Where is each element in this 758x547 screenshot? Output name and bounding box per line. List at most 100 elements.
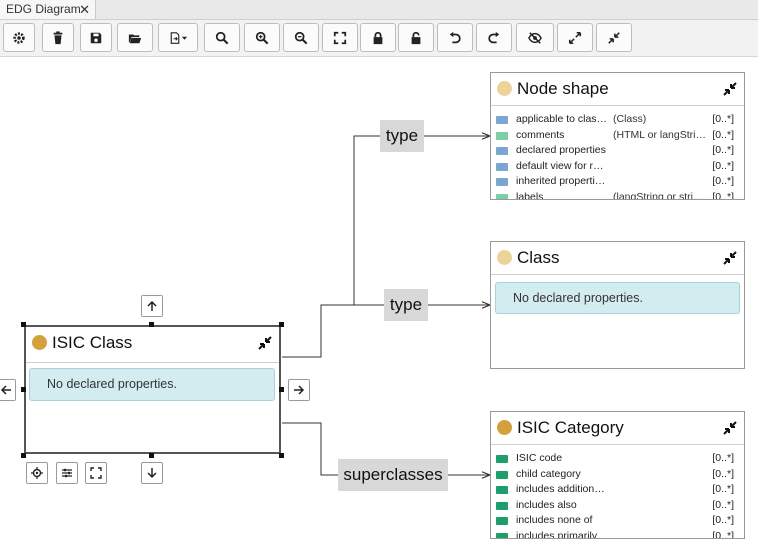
lock-button[interactable] xyxy=(360,23,396,52)
collapse-node-icon[interactable] xyxy=(722,420,738,436)
collapse-node-icon[interactable] xyxy=(722,81,738,97)
property-row[interactable]: declared properties [0..*] xyxy=(491,143,744,159)
diagram-canvas[interactable]: type type superclasses Node shape applic… xyxy=(0,57,758,547)
property-row[interactable]: default view for r… [0..*] xyxy=(491,159,744,175)
node-settings-button[interactable] xyxy=(56,462,78,484)
save-icon xyxy=(90,32,102,43)
unlock-icon xyxy=(411,31,421,44)
focus-node-button[interactable] xyxy=(26,462,48,484)
edge-label-superclasses[interactable]: superclasses xyxy=(338,459,448,491)
expand-left-button[interactable] xyxy=(0,379,16,401)
export-menu-button[interactable] xyxy=(158,23,198,52)
expand-down-button[interactable] xyxy=(141,462,163,484)
save-button[interactable] xyxy=(80,23,112,52)
zoom-in-button[interactable] xyxy=(244,23,280,52)
property-row[interactable]: includes none of [0..*] xyxy=(491,513,744,529)
delete-button[interactable] xyxy=(42,23,74,52)
hide-button[interactable] xyxy=(516,23,554,52)
object-property-icon xyxy=(496,116,508,124)
search-button[interactable] xyxy=(204,23,240,52)
collapse-node-icon[interactable] xyxy=(722,250,738,266)
property-name: includes addition… xyxy=(516,483,605,495)
resize-handle[interactable] xyxy=(21,387,26,392)
redo-button[interactable] xyxy=(476,23,512,52)
node-class[interactable]: Class No declared properties. xyxy=(490,241,745,369)
collapse-icon xyxy=(608,31,620,44)
property-name: declared properties xyxy=(516,144,606,156)
property-cardinality: [0..*] xyxy=(712,159,734,172)
property-cardinality: [0..*] xyxy=(712,498,734,511)
resize-handle[interactable] xyxy=(21,453,26,458)
node-header: ISIC Class xyxy=(26,327,279,363)
trash-icon xyxy=(53,30,63,44)
property-row[interactable]: includes addition… [0..*] xyxy=(491,482,744,498)
resize-handle[interactable] xyxy=(279,453,284,458)
zoom-out-button[interactable] xyxy=(283,23,319,52)
property-name: inherited properti… xyxy=(516,175,606,187)
expand-right-button[interactable] xyxy=(288,379,310,401)
unlock-button[interactable] xyxy=(398,23,434,52)
undo-button[interactable] xyxy=(437,23,473,52)
close-tab-icon[interactable]: ✕ xyxy=(79,2,90,17)
datatype-property-icon xyxy=(496,501,508,510)
node-node-shape[interactable]: Node shape applicable to clas… (Class) [… xyxy=(490,72,745,200)
fit-to-screen-button[interactable] xyxy=(322,23,358,52)
node-type-dot xyxy=(497,420,512,435)
tab-bar: EDG Diagram ✕ xyxy=(0,0,758,20)
resize-handle[interactable] xyxy=(279,322,284,327)
object-property-icon xyxy=(496,147,508,155)
zoom-in-icon xyxy=(255,31,269,44)
edge-type-node-shape xyxy=(282,136,490,358)
property-row[interactable]: inherited properti… [0..*] xyxy=(491,174,744,190)
resize-handle[interactable] xyxy=(21,322,26,327)
node-isic-class[interactable]: ISIC Class No declared properties. xyxy=(24,325,281,454)
resize-handle[interactable] xyxy=(149,453,154,458)
resize-handle[interactable] xyxy=(149,322,154,327)
property-row[interactable]: child category [0..*] xyxy=(491,467,744,483)
node-title: ISIC Class xyxy=(52,333,133,352)
arrow-up-icon xyxy=(147,300,157,311)
object-property-icon xyxy=(496,178,508,186)
folder-open-icon xyxy=(128,34,142,43)
property-row[interactable]: applicable to clas… (Class) [0..*] xyxy=(491,112,744,128)
property-row[interactable]: labels (langString or stri… [0..*] xyxy=(491,190,744,200)
property-row[interactable]: includes primarily [0..*] xyxy=(491,529,744,539)
datatype-property-icon xyxy=(496,193,508,199)
edge-label-type-2[interactable]: type xyxy=(384,289,428,321)
object-property-icon xyxy=(496,162,508,171)
target-icon xyxy=(31,467,43,479)
property-row[interactable]: includes also [0..*] xyxy=(491,498,744,514)
settings-button[interactable] xyxy=(3,23,35,52)
property-name: includes primarily xyxy=(516,529,598,539)
node-type-dot xyxy=(32,335,47,350)
property-cardinality: [0..*] xyxy=(712,190,734,200)
property-row[interactable]: ISIC code [0..*] xyxy=(491,451,744,467)
fit-node-button[interactable] xyxy=(85,462,107,484)
property-cardinality: [0..*] xyxy=(712,483,734,495)
collapse-all-button[interactable] xyxy=(596,23,632,52)
gear-icon xyxy=(13,31,25,44)
open-button[interactable] xyxy=(117,23,153,52)
collapse-node-icon[interactable] xyxy=(257,335,273,351)
property-cardinality: [0..*] xyxy=(712,452,734,464)
expand-all-button[interactable] xyxy=(557,23,593,52)
edge-label-type-1[interactable]: type xyxy=(380,120,424,152)
node-header: ISIC Category xyxy=(491,412,744,445)
property-name: labels xyxy=(516,190,544,200)
property-row[interactable]: comments (HTML or langStri… [0..*] xyxy=(491,128,744,144)
property-name: comments xyxy=(516,128,565,141)
datatype-property-icon xyxy=(496,517,508,525)
lock-icon xyxy=(373,31,383,44)
node-isic-category[interactable]: ISIC Category ISIC code [0..*] child cat… xyxy=(490,411,745,539)
toolbar xyxy=(0,20,758,57)
undo-icon xyxy=(449,31,461,43)
redo-icon xyxy=(488,31,500,43)
tab-edg-diagram[interactable]: EDG Diagram ✕ xyxy=(0,0,96,19)
property-name: child category xyxy=(516,467,581,480)
node-header: Node shape xyxy=(491,73,744,106)
resize-handle[interactable] xyxy=(279,387,284,392)
property-cardinality: [0..*] xyxy=(712,113,734,125)
datatype-property-icon xyxy=(496,455,508,463)
property-type: (langString or stri… xyxy=(613,190,704,200)
expand-up-button[interactable] xyxy=(141,295,163,317)
